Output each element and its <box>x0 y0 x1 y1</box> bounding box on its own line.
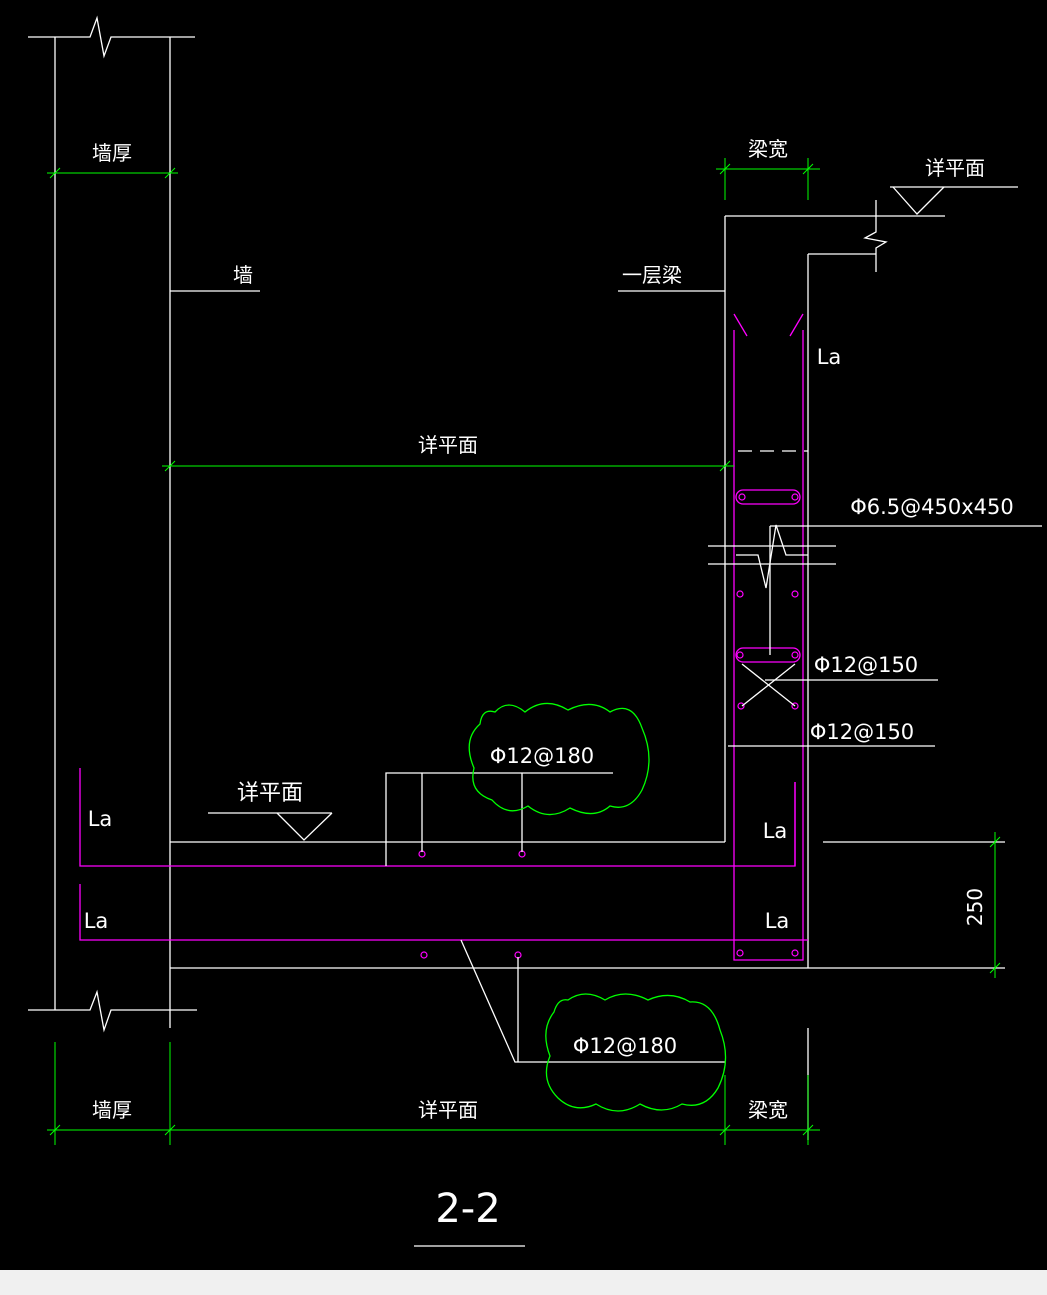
stirrup-tie-lower <box>735 647 801 663</box>
dimension-250-label: 250 <box>963 888 987 926</box>
first-floor-beam-label: 一层梁 <box>622 263 682 287</box>
wall-thickness-label-bottom: 墙厚 <box>92 1098 132 1122</box>
wall-label: 墙 <box>233 263 253 287</box>
rebar-group <box>79 313 808 961</box>
see-plan-label-top-right: 详平面 <box>925 156 985 180</box>
stirrup-label: Φ6.5@450x450 <box>850 495 1014 519</box>
slab-outline <box>170 841 808 969</box>
la-label-slab-bottom-left: La <box>84 909 109 933</box>
dimension-lines <box>47 158 1001 1145</box>
see-plan-label-bottom: 详平面 <box>418 1098 478 1122</box>
beam-bar-label-upper: Φ12@150 <box>814 653 918 677</box>
bottom-break-line <box>28 989 197 1033</box>
slab-bar-label-top: Φ12@180 <box>490 744 594 768</box>
slab-bar-label-bottom: Φ12@180 <box>573 1034 677 1058</box>
status-bar <box>0 1270 1047 1295</box>
beam-outline <box>724 200 945 1140</box>
wall-thickness-label-top: 墙厚 <box>92 141 132 165</box>
leader-lines <box>170 186 1042 1247</box>
revision-cloud-top <box>468 702 650 816</box>
la-label-beam-bottom-upper: La <box>763 819 788 843</box>
text-labels: 墙厚 墙 梁宽 详平面 一层梁 详平面 详平面 La La La La La Φ… <box>84 137 1014 1232</box>
beam-stirrup <box>733 330 804 961</box>
la-label-slab-top-left: La <box>88 807 113 831</box>
see-plan-label-middle: 详平面 <box>418 433 478 457</box>
top-break-line <box>28 15 195 59</box>
beam-width-label-top: 梁宽 <box>748 137 788 161</box>
see-plan-label-left: 详平面 <box>237 781 303 806</box>
wall-outline <box>28 15 197 1033</box>
section-title: 2-2 <box>435 1186 500 1232</box>
la-label-beam-top: La <box>817 345 842 369</box>
slab-break-symbol <box>863 200 888 272</box>
revision-cloud-bottom <box>545 993 727 1112</box>
slab-bottom-rebar <box>79 884 808 941</box>
la-label-beam-bottom-lower: La <box>765 909 790 933</box>
beam-bar-label-lower: Φ12@150 <box>810 720 914 744</box>
beam-width-label-bottom: 梁宽 <box>748 1098 788 1122</box>
stirrup-tie-upper <box>735 489 801 505</box>
